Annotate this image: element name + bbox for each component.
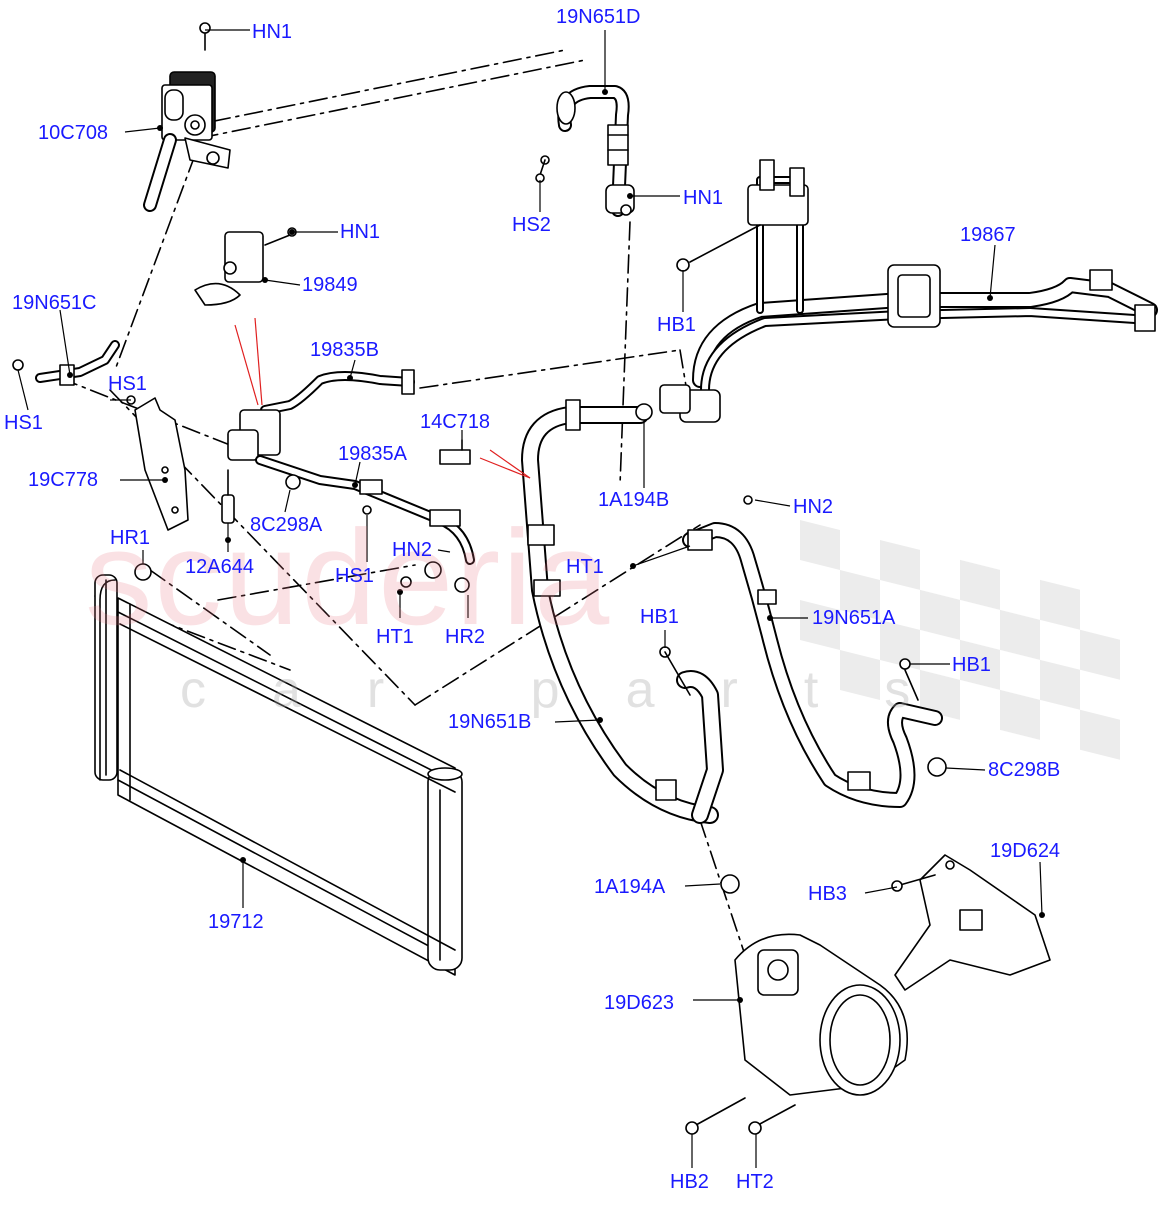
hose-19N651B bbox=[521, 399, 724, 824]
label-hb1-mid: HB1 bbox=[640, 606, 679, 628]
label-hn1-top: HN1 bbox=[252, 21, 293, 43]
pipe-19N651C bbox=[12, 340, 120, 386]
sensor-14C718 bbox=[439, 439, 471, 465]
line-19835A bbox=[255, 455, 475, 565]
label-hr1: HR1 bbox=[110, 527, 151, 549]
label-19c778: 19C778 bbox=[28, 469, 99, 491]
hose-19N651D bbox=[535, 85, 635, 217]
label-hn1-left: HN1 bbox=[340, 221, 381, 243]
component-19849 bbox=[194, 227, 297, 306]
label-19n651c: 19N651C bbox=[12, 292, 97, 314]
checkered-flag-watermark bbox=[800, 520, 1120, 760]
label-hb1-right: HB1 bbox=[952, 654, 991, 676]
label-hn2-right: HN2 bbox=[793, 496, 834, 518]
label-8c298a: 8C298A bbox=[250, 514, 323, 536]
label-hb3: HB3 bbox=[808, 883, 847, 905]
label-19835a: 19835A bbox=[338, 443, 407, 465]
label-hb2: HB2 bbox=[670, 1171, 709, 1193]
label-hs1-b: HS1 bbox=[4, 412, 43, 434]
label-hn2-mid: HN2 bbox=[392, 539, 433, 561]
label-hr2: HR2 bbox=[445, 626, 486, 648]
label-19849: 19849 bbox=[302, 274, 358, 296]
line-19835B bbox=[221, 369, 415, 524]
label-hs2: HS2 bbox=[512, 214, 551, 236]
compressor-19D623 bbox=[685, 933, 908, 1135]
leader-lines bbox=[17, 29, 1043, 1168]
label-10c708: 10C708 bbox=[38, 122, 109, 144]
label-19d623: 19D623 bbox=[604, 992, 675, 1014]
label-19n651d: 19N651D bbox=[556, 6, 641, 28]
label-hs1-c: HS1 bbox=[335, 565, 374, 587]
label-12a644: 12A644 bbox=[185, 556, 254, 578]
label-ht1-left: HT1 bbox=[376, 626, 414, 648]
hose-assembly-19867 bbox=[659, 159, 1158, 423]
hose-19N651A bbox=[682, 522, 943, 808]
red-callout-lines bbox=[234, 317, 531, 479]
o-rings-and-clips bbox=[126, 395, 947, 894]
label-ht1-right: HT1 bbox=[566, 556, 604, 578]
label-hs1-a: HS1 bbox=[108, 373, 147, 395]
label-1a194a: 1A194A bbox=[594, 876, 666, 898]
label-hn1-mid: HN1 bbox=[683, 187, 724, 209]
label-19n651b: 19N651B bbox=[448, 711, 532, 733]
label-19d624: 19D624 bbox=[990, 840, 1061, 862]
label-14c718: 14C718 bbox=[420, 411, 491, 433]
label-ht2: HT2 bbox=[736, 1171, 774, 1193]
expansion-valve-10C708 bbox=[143, 22, 231, 212]
label-19835b: 19835B bbox=[310, 339, 379, 361]
condenser-19712 bbox=[94, 574, 463, 976]
leader-dots bbox=[67, 89, 1045, 1003]
bracket-19D624 bbox=[891, 854, 1051, 991]
bracket-19C778 bbox=[134, 397, 189, 531]
label-19867: 19867 bbox=[960, 224, 1016, 246]
label-1a194b: 1A194B bbox=[598, 489, 670, 511]
label-19712: 19712 bbox=[208, 911, 264, 933]
label-hb1-top: HB1 bbox=[657, 314, 696, 336]
label-19n651a: 19N651A bbox=[812, 607, 896, 629]
label-8c298b: 8C298B bbox=[988, 759, 1061, 781]
